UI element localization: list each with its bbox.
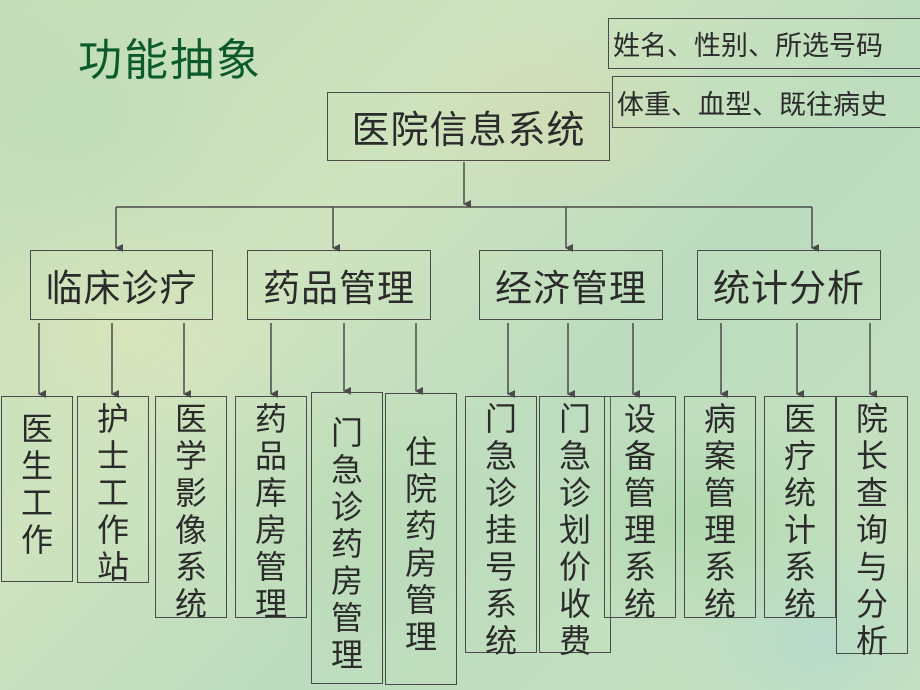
category-finance: 经济管理	[479, 250, 663, 320]
category-label: 统计分析	[713, 267, 865, 310]
leaf-label: 院长查询与分析	[855, 400, 888, 660]
leaf-outpatient-pharmacy: 门急诊药房管理	[311, 392, 383, 684]
root-node-his: 医院信息系统	[327, 92, 610, 161]
leaf-label: 医学影像系统	[174, 400, 207, 623]
leaf-director-query: 院长查询与分析	[836, 396, 908, 660]
leaf-label: 药品库房管理	[254, 400, 287, 623]
leaf-label: 医疗统计系统	[783, 400, 816, 623]
leaf-doctor-work: 医生工作	[1, 396, 73, 582]
leaf-medical-records: 病案管理系统	[684, 396, 756, 623]
category-pharmacy: 药品管理	[247, 250, 431, 320]
note-box-patient-basic: 姓名、性别、所选号码	[608, 18, 920, 69]
leaf-label: 护士工作站	[96, 400, 129, 586]
leaf-billing: 门急诊划价收费	[539, 396, 611, 660]
leaf-medical-imaging: 医学影像系统	[155, 396, 227, 623]
category-label: 经济管理	[495, 267, 647, 310]
leaf-equipment-management: 设备管理系统	[604, 396, 676, 623]
leaf-label: 设备管理系统	[623, 400, 656, 623]
leaf-inpatient-pharmacy: 住院药房管理	[385, 393, 457, 685]
leaf-nurse-station: 护士工作站	[77, 396, 149, 586]
category-statistics: 统计分析	[697, 250, 881, 320]
root-label: 医院信息系统	[351, 108, 586, 152]
leaf-drug-warehouse: 药品库房管理	[235, 396, 307, 623]
note-label: 姓名、性别、所选号码	[613, 31, 883, 62]
leaf-label: 病案管理系统	[703, 400, 736, 623]
leaf-label: 医生工作	[20, 410, 53, 559]
leaf-registration-system: 门急诊挂号系统	[465, 396, 537, 660]
leaf-label: 住院药房管理	[404, 433, 437, 656]
leaf-medical-statistics: 医疗统计系统	[764, 396, 836, 623]
category-clinical: 临床诊疗	[30, 250, 213, 320]
slide-title: 功能抽象	[78, 35, 262, 86]
category-label: 药品管理	[263, 267, 415, 310]
leaf-label: 门急诊药房管理	[330, 414, 363, 674]
category-label: 临床诊疗	[45, 267, 198, 310]
note-box-patient-medical: 体重、血型、既往病史	[612, 76, 920, 128]
note-label: 体重、血型、既往病史	[617, 89, 887, 121]
leaf-label: 门急诊划价收费	[558, 400, 591, 660]
leaf-label: 门急诊挂号系统	[484, 400, 517, 660]
